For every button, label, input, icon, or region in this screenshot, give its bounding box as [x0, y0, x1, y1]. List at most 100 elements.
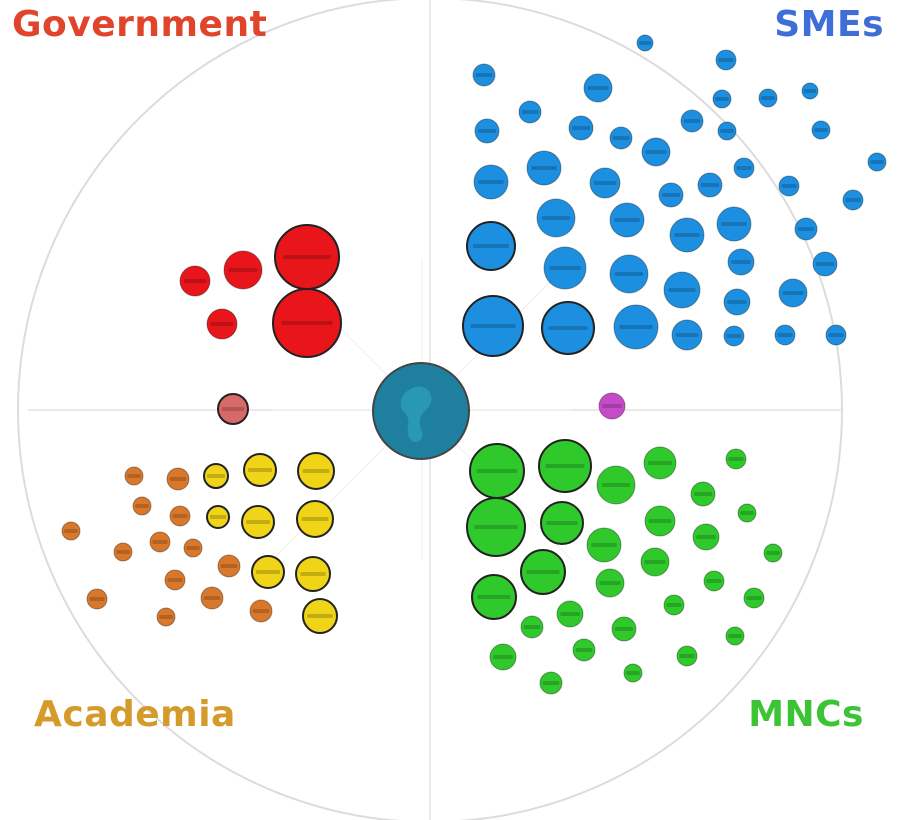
- academia-node: [164, 569, 186, 591]
- mnc-node: [595, 568, 625, 598]
- mnc-node-circle: [692, 523, 720, 551]
- sme-node-label: [639, 41, 651, 45]
- mnc-node-label: [615, 627, 633, 631]
- mnc-node: [692, 523, 720, 551]
- mnc-node-label: [766, 551, 780, 555]
- sme-node-label: [701, 183, 719, 187]
- academia-node-label: [167, 578, 183, 582]
- academia-node-label: [252, 609, 270, 613]
- sme-node: [723, 325, 745, 347]
- government-node-circle: [223, 250, 263, 290]
- sme-node: [568, 115, 594, 141]
- mnc-node-label: [696, 535, 716, 539]
- mnc-node-circle: [489, 643, 517, 671]
- sme-node: [715, 49, 737, 71]
- sme-node: [466, 221, 516, 271]
- sme-node-label: [736, 166, 752, 170]
- government-node-label: [183, 279, 207, 283]
- mnc-node-circle: [640, 547, 670, 577]
- academia-node-circle: [86, 588, 108, 610]
- mnc-node-circle: [623, 663, 643, 683]
- mnc-node-circle: [690, 481, 716, 507]
- academia-node: [302, 598, 338, 634]
- academia-node-label: [301, 517, 329, 521]
- magenta-connector-node: [598, 392, 626, 420]
- sme-node-label: [797, 227, 815, 231]
- sme-node: [473, 164, 509, 200]
- sme-node-label: [668, 288, 696, 292]
- sme-node-circle: [723, 288, 751, 316]
- mnc-node-circle: [471, 574, 517, 620]
- sme-node: [518, 100, 542, 124]
- sme-node: [812, 251, 838, 277]
- mnc-node-label: [694, 492, 712, 496]
- sme-node: [778, 175, 800, 197]
- academia-node-label: [207, 474, 225, 478]
- sme-node: [717, 121, 737, 141]
- sme-node: [716, 206, 752, 242]
- sme-node-label: [662, 193, 680, 197]
- mnc-node-circle: [725, 626, 745, 646]
- sme-node-circle: [812, 251, 838, 277]
- mnc-node-label: [575, 648, 593, 652]
- sme-node-label: [727, 300, 747, 304]
- center-hub-map-shape: [400, 386, 432, 442]
- sme-node-circle: [774, 324, 796, 346]
- sme-node: [474, 118, 500, 144]
- academia-node: [295, 556, 331, 592]
- sme-node-circle: [636, 34, 654, 52]
- sme-node: [462, 295, 524, 357]
- academia-node: [217, 554, 241, 578]
- sme-node-label: [761, 96, 775, 100]
- sme-node-circle: [518, 100, 542, 124]
- sme-node-label: [541, 216, 571, 220]
- mnc-node: [690, 481, 716, 507]
- mnc-node-circle: [466, 497, 526, 557]
- academia-node-label: [127, 474, 141, 478]
- academia-node: [149, 531, 171, 553]
- sme-node-label: [473, 244, 509, 248]
- mnc-node-label: [546, 521, 578, 525]
- mnc-node-label: [728, 457, 744, 461]
- sme-node-circle: [589, 167, 621, 199]
- mnc-node: [663, 594, 685, 616]
- sme-node-label: [475, 73, 493, 77]
- government-node-circle: [206, 308, 238, 340]
- magenta-connector-node-label: [602, 404, 622, 408]
- academia-node-label: [307, 614, 333, 618]
- government-node-label: [228, 268, 258, 272]
- sme-node-circle: [842, 189, 864, 211]
- mnc-node-circle: [725, 448, 747, 470]
- sme-node-circle: [716, 206, 752, 242]
- sme-node-circle: [669, 217, 705, 253]
- sme-node-label: [845, 198, 861, 202]
- government-connector-node-label: [221, 407, 245, 411]
- mnc-node: [471, 574, 517, 620]
- mnc-node-circle: [520, 549, 566, 595]
- mnc-node-circle: [520, 615, 544, 639]
- sme-node-label: [619, 325, 653, 329]
- sme-node-label: [478, 129, 496, 133]
- academia-node-circle: [217, 554, 241, 578]
- government-node-label: [210, 322, 234, 326]
- mnc-node-label: [706, 579, 722, 583]
- mnc-node-circle: [586, 527, 622, 563]
- sme-node: [794, 217, 818, 241]
- academia-node-label: [159, 615, 173, 619]
- academia-node-label: [220, 564, 238, 568]
- academia-node-circle: [249, 599, 273, 623]
- sme-node-circle: [727, 248, 755, 276]
- sme-node-circle: [543, 246, 587, 290]
- sme-node: [613, 304, 659, 350]
- sme-node-label: [614, 272, 644, 276]
- sme-node-circle: [778, 175, 800, 197]
- node-layer: [61, 34, 887, 695]
- academia-node-label: [152, 540, 168, 544]
- sme-node-circle: [641, 137, 671, 167]
- academia-node-circle: [200, 586, 224, 610]
- government-node: [206, 308, 238, 340]
- academia-node-circle: [296, 500, 334, 538]
- mnc-node: [466, 497, 526, 557]
- sme-node-circle: [778, 278, 808, 308]
